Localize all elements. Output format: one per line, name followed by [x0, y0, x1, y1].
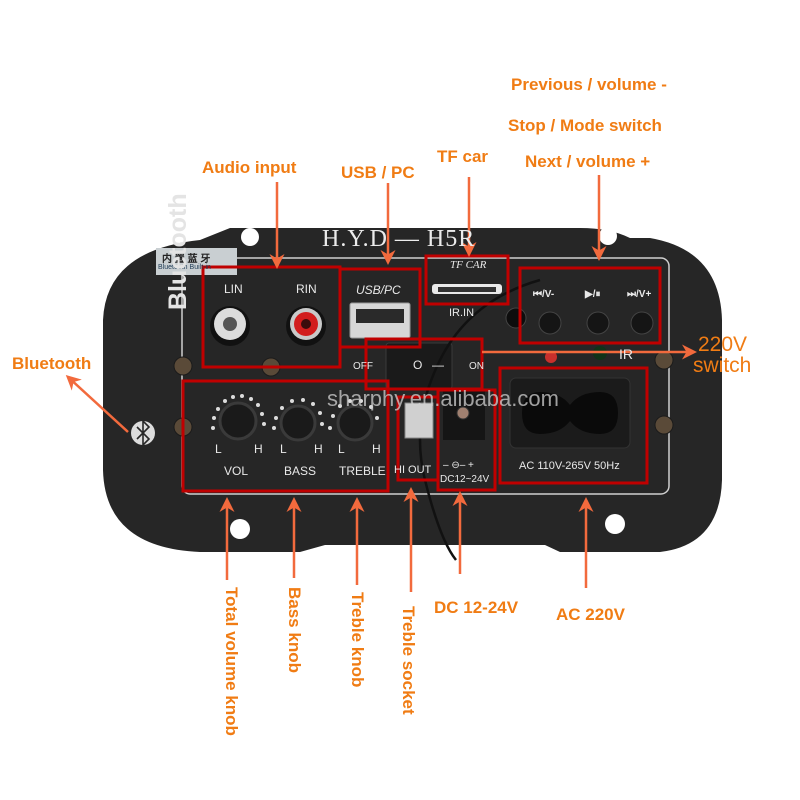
- bluetooth-sticker: [156, 248, 237, 275]
- dc-jack-pin: [456, 406, 470, 420]
- button-prev[interactable]: [538, 311, 562, 335]
- label-ac-rating: AC 110V-265V 50Hz: [519, 460, 620, 472]
- label-vol: VOL: [224, 464, 249, 478]
- bt-sticker-en: Bluetooth Built-in: [158, 264, 211, 271]
- button-next[interactable]: [630, 311, 654, 335]
- ac-socket-figure8: [522, 392, 618, 434]
- label-dc-range: DC12~24V: [440, 474, 490, 485]
- treble-high: H: [372, 442, 381, 456]
- box-knobs: [181, 379, 390, 493]
- mount-hole-bottom-left: [230, 519, 250, 539]
- callout-previous-volume-minus: Previous / volume -: [511, 75, 667, 94]
- label-treble: TREBLE: [339, 464, 386, 478]
- label-btn-next: ⏭/V+: [627, 289, 652, 300]
- callout-next-volume-plus: Next / volume +: [525, 152, 651, 171]
- watermark: sharphy.en.alibaba.com: [327, 386, 559, 411]
- label-ir: IR: [619, 346, 633, 362]
- highlight-boxes: [181, 254, 662, 493]
- callout-ac-220v: AC 220V: [556, 605, 625, 624]
- label-btn-prev: ⏮/V-: [533, 289, 555, 300]
- rocker-i-mark: —: [432, 358, 444, 372]
- callout-220v-line2: switch: [693, 354, 752, 377]
- mount-hole-top-right: [599, 227, 617, 245]
- label-dc-polarity: – ⊖– +: [443, 460, 474, 471]
- bass-low: L: [280, 442, 287, 456]
- button-play[interactable]: [586, 311, 610, 335]
- callout-dc-12-24v: DC 12-24V: [434, 598, 519, 617]
- ir-jack: [505, 307, 527, 329]
- callout-tf-card: TF car: [437, 147, 489, 166]
- bass-high: H: [314, 442, 323, 456]
- label-ir-in: IR.IN: [449, 307, 475, 319]
- label-on: ON: [469, 361, 484, 372]
- vol-low: L: [215, 442, 222, 456]
- mount-hole-bottom-right: [605, 514, 625, 534]
- model-name: H.Y.D — H5R: [322, 226, 476, 252]
- bluetooth-icon: [136, 419, 151, 447]
- callout-220v-line1: 220V: [698, 333, 748, 356]
- callout-arrows: [65, 175, 697, 592]
- label-off: OFF: [353, 361, 373, 372]
- knob-treble[interactable]: [336, 404, 374, 442]
- callout-bass-knob: Bass knob: [285, 587, 304, 673]
- label-usb-pc: USB/PC: [356, 283, 401, 297]
- rca-right-center: [301, 319, 311, 329]
- label-rin: RIN: [296, 282, 317, 296]
- callout-total-volume-knob: Total volume knob: [222, 587, 241, 736]
- knob-vol[interactable]: [218, 401, 258, 441]
- led-red: [545, 351, 557, 363]
- treble-low: L: [338, 442, 345, 456]
- callout-treble-knob: Treble knob: [348, 592, 367, 688]
- label-btn-play: ▶/⏸: [585, 289, 601, 300]
- callout-usb-pc: USB / PC: [341, 163, 415, 182]
- hi-out-socket: [404, 402, 434, 439]
- callout-bluetooth: Bluetooth: [12, 354, 92, 373]
- label-lin: LIN: [224, 282, 243, 296]
- vol-high: H: [254, 442, 263, 456]
- label-tf-card: TF CAR: [450, 259, 487, 271]
- box-dc: [436, 388, 497, 492]
- arrow-bluetooth: [65, 374, 129, 433]
- box-switch: [364, 337, 484, 391]
- box-ac: [498, 366, 649, 485]
- box-usb: [338, 267, 422, 349]
- bt-sticker-cn: 内 置 蓝 牙: [162, 254, 211, 265]
- callout-audio-input: Audio input: [202, 158, 297, 177]
- knob-bass[interactable]: [279, 404, 317, 442]
- box-buttons: [518, 266, 662, 345]
- knob-scale-dots: [211, 394, 379, 430]
- rca-left-center: [223, 317, 237, 331]
- label-hi-out: HI OUT: [394, 464, 432, 476]
- rocker-o-mark: O: [413, 358, 423, 372]
- mount-hole-top-left: [241, 228, 259, 246]
- label-bass: BASS: [284, 464, 317, 478]
- callout-treble-socket: Treble socket: [399, 606, 418, 715]
- callout-stop-mode-switch: Stop / Mode switch: [508, 116, 662, 135]
- side-brand-bluetooth: Bluetooth: [164, 193, 192, 310]
